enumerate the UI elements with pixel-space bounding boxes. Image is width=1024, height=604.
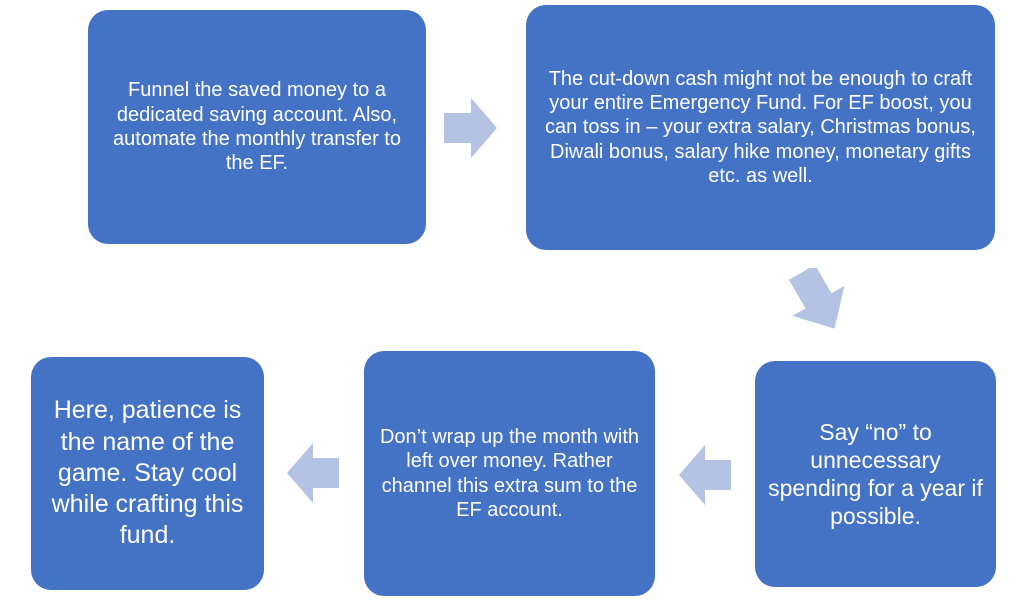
- arrow-left-icon: [679, 445, 731, 505]
- step-text-automate-transfer: Funnel the saved money to a dedicated sa…: [113, 79, 401, 175]
- step-text-ef-boost: The cut-down cash might not be enough to…: [545, 67, 976, 188]
- step-box-automate-transfer: Funnel the saved money to a dedicated sa…: [88, 10, 426, 244]
- arrow-right-icon: [444, 98, 497, 158]
- arrow-left-icon: [287, 443, 339, 503]
- step-box-patience: Here, patience is the name of the game. …: [31, 357, 264, 590]
- step-box-say-no: Say “no” to unnecessary spending for a y…: [755, 361, 996, 587]
- step-text-channel-leftover: Don’t wrap up the month with left over m…: [379, 425, 640, 521]
- step-text-patience: Here, patience is the name of the game. …: [51, 396, 244, 550]
- step-box-channel-leftover: Don’t wrap up the month with left over m…: [364, 351, 655, 596]
- step-box-ef-boost: The cut-down cash might not be enough to…: [526, 5, 995, 250]
- arrow-down-right-icon: [789, 268, 845, 329]
- step-text-say-no: Say “no” to unnecessary spending for a y…: [768, 418, 983, 530]
